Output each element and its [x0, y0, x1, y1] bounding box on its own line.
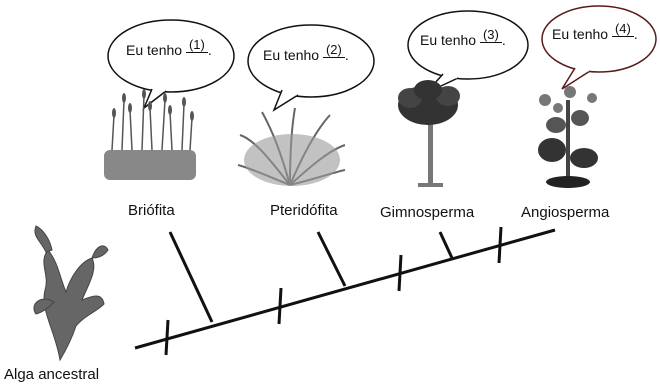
blank-label: (3) — [479, 27, 502, 43]
label-gimnosperma: Gimnosperma — [380, 204, 475, 221]
blank-label: (4) — [611, 21, 634, 37]
blank-label: (1) — [185, 37, 208, 53]
bubble-end: . — [344, 47, 349, 63]
label-alga-ancestral: Alga ancestral — [4, 366, 100, 383]
speech-bubble-4 — [541, 5, 657, 90]
moss-icon — [104, 89, 196, 180]
bubble-prefix: Eu tenho — [420, 32, 477, 48]
bubble-text-4: Eu tenho (4). — [552, 21, 638, 43]
bubble-prefix: Eu tenho — [126, 42, 183, 58]
branch-gimnosperma — [438, 231, 454, 259]
cladogram-trunk — [134, 228, 556, 350]
alga-icon — [33, 225, 109, 362]
speech-bubble-1 — [107, 19, 235, 111]
label-pteridofita: Pteridófita — [270, 202, 338, 219]
tick-marker-4 — [497, 226, 503, 264]
flowering-plant-icon — [538, 86, 598, 188]
speech-bubble-2 — [247, 24, 375, 112]
bubble-prefix: Eu tenho — [263, 47, 320, 63]
tick-marker-2 — [277, 287, 283, 325]
bubble-prefix: Eu tenho — [552, 26, 609, 42]
bubble-text-2: Eu tenho (2). — [263, 42, 349, 64]
bubble-end: . — [633, 26, 638, 42]
blank-label: (2) — [322, 42, 345, 58]
tick-marker-1 — [164, 319, 170, 356]
bubble-end: . — [207, 42, 212, 58]
branch-pteridofita — [316, 231, 347, 287]
bubble-end: . — [501, 32, 506, 48]
label-briofita: Briófita — [128, 202, 175, 219]
bubble-text-3: Eu tenho (3). — [420, 27, 506, 49]
tick-marker-3 — [397, 254, 403, 292]
branch-briofita — [168, 231, 214, 323]
bubble-text-1: Eu tenho (1). — [126, 37, 212, 59]
fern-icon — [237, 107, 346, 186]
label-angiosperma: Angiosperma — [521, 204, 610, 221]
tree-icon — [398, 80, 460, 187]
